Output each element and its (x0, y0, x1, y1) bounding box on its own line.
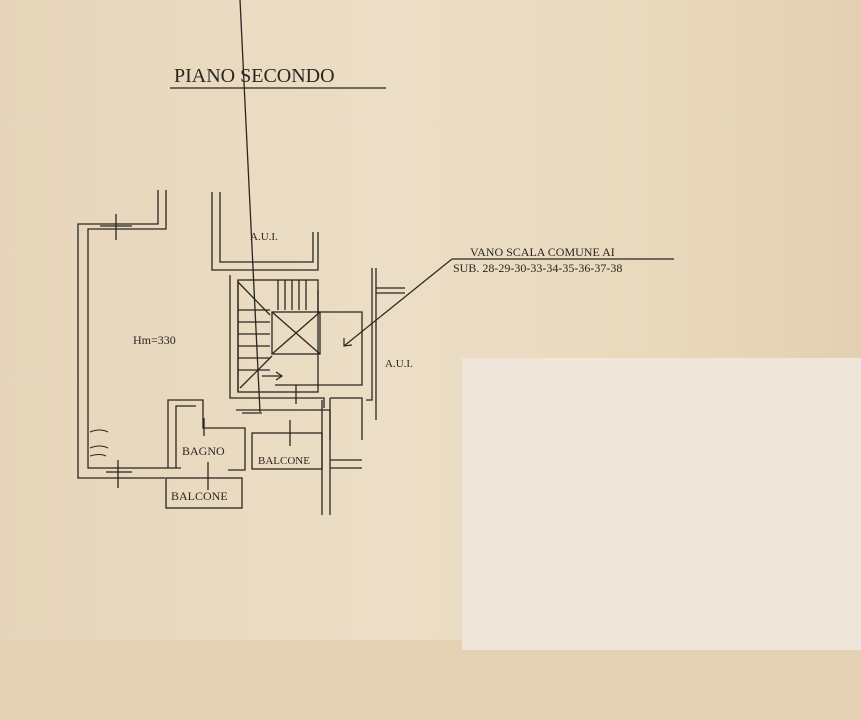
annotation-line2: SUB. 28-29-30-33-34-35-36-37-38 (453, 261, 622, 275)
aui-label-right: A.U.I. (385, 358, 413, 370)
walls (77, 0, 405, 515)
paper-bottom-band (0, 640, 861, 720)
leader-arrow (343, 258, 453, 347)
annotation-line1: VANO SCALA COMUNE AI (470, 245, 615, 259)
blank-patch (462, 358, 861, 650)
balcony-right-label: BALCONE (258, 455, 310, 467)
stair-annotation: VANO SCALA COMUNE AI SUB. 28-29-30-33-34… (343, 245, 674, 347)
room-height-label: Hm=330 (133, 333, 176, 347)
plan-title: PIANO SECONDO (174, 65, 335, 87)
aui-label-top: A.U.I. (250, 231, 278, 243)
balcony-bottom-label: BALCONE (171, 489, 228, 503)
arrow-head-icon (343, 338, 353, 347)
bathroom-label: BAGNO (182, 444, 225, 458)
